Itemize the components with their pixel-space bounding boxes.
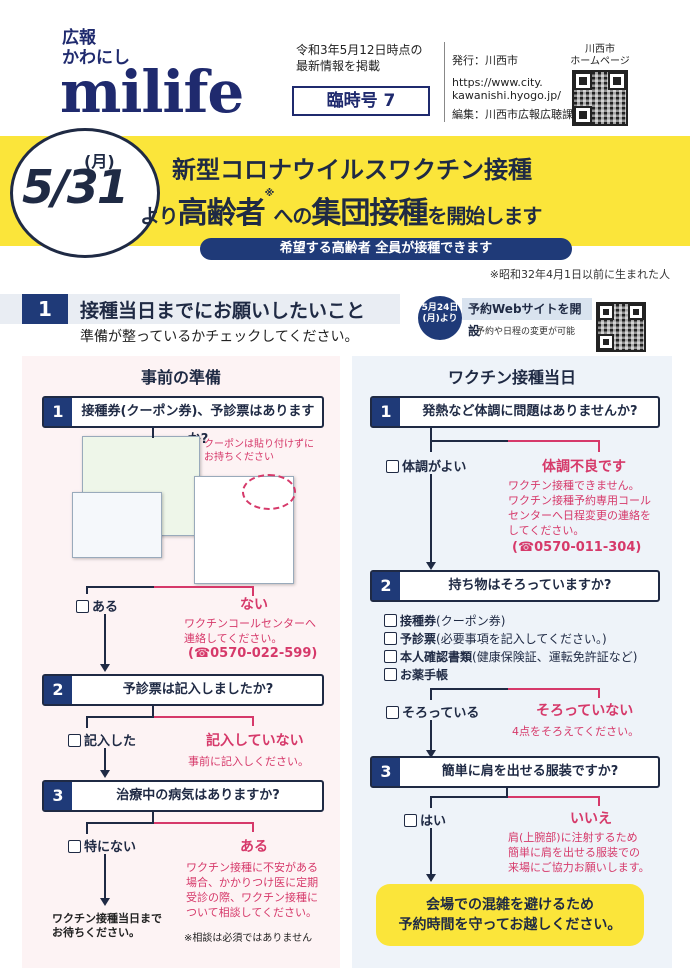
checkbox-icon xyxy=(386,460,399,473)
right-q3: 3 簡単に肩を出せる服装ですか? xyxy=(370,756,660,788)
left-q3: 3 治療中の病気はありますか? xyxy=(42,780,324,812)
left-heading: 事前の準備 xyxy=(140,368,221,387)
checkbox-icon xyxy=(76,600,89,613)
right-q1-yes[interactable]: 体調がよい xyxy=(386,456,466,475)
left-q3-yes[interactable]: 特にない xyxy=(68,836,136,855)
left-q2: 2 予診票は記入しましたか? xyxy=(42,674,324,706)
left-q1: 1 接種券(クーポン券)、予診票はありますか? xyxy=(42,396,324,447)
right-q2: 2 持ち物はそろっていますか? xyxy=(370,570,660,602)
reservation-qr-icon[interactable] xyxy=(596,302,646,352)
arrow-down-icon xyxy=(426,562,436,570)
web-site-sub: 予約や日程の変更が可能 xyxy=(476,327,576,337)
checkbox-icon xyxy=(384,650,397,663)
coupon-illustration xyxy=(72,436,296,586)
web-site-title: 予約Webサイトを開設 xyxy=(462,298,592,338)
homepage-qr-icon[interactable] xyxy=(572,70,628,126)
item-id[interactable]: 本人確認書類(健康保険証、運転免許証など) xyxy=(384,648,637,665)
issue-badge: 臨時号 7 xyxy=(292,86,430,116)
header-divider xyxy=(444,42,445,122)
checkbox-icon xyxy=(68,840,81,853)
right-q1-no-text: ワクチン接種できません。 ワクチン接種予約専用コール センターへ日程変更の連絡を… xyxy=(508,479,651,537)
web-open-date: 5月24日 (月)より xyxy=(418,296,462,340)
brand-line1: 広報 xyxy=(62,28,96,48)
right-q2-yes[interactable]: そろっている xyxy=(386,702,479,721)
arrow-down-icon xyxy=(426,750,436,758)
item-coupon[interactable]: 接種券(クーポン券) xyxy=(384,612,505,629)
arrow-down-icon xyxy=(100,664,110,672)
checkbox-icon xyxy=(384,614,397,627)
left-q2-yes[interactable]: 記入した xyxy=(68,730,136,749)
right-q2-no: そろっていない xyxy=(536,703,634,719)
right-q2-no-text: 4点をそろえてください。 xyxy=(512,725,640,738)
right-heading: ワクチン接種当日 xyxy=(447,368,576,387)
right-q3-yes[interactable]: はい xyxy=(404,810,446,829)
right-column xyxy=(352,356,672,968)
left-final-note: ※相談は必須ではありません xyxy=(184,933,313,944)
section-title: 接種当日までにお願いしたいこと xyxy=(80,300,366,322)
age-note: ※昭和32年4月1日以前に生まれた人 xyxy=(489,268,670,281)
left-q2-no: 記入していない xyxy=(206,733,304,749)
right-q1: 1 発熱など体調に問題はありませんか? xyxy=(370,396,660,428)
left-q1-yes[interactable]: ある xyxy=(76,596,118,615)
headline-subtitle: 希望する高齢者 全員が接種できます xyxy=(200,238,572,260)
brand-logo: milife xyxy=(60,58,244,126)
checkbox-icon xyxy=(68,734,81,747)
left-q1-no: ない xyxy=(240,597,268,613)
editor: 編集：川西市広報広聴課 xyxy=(452,108,573,121)
url-line2[interactable]: kawanishi.hyogo.jp/ xyxy=(452,89,561,102)
section-number: 1 xyxy=(22,294,68,324)
coupon-note: クーポンは貼り付けずに お持ちください xyxy=(204,439,314,463)
right-q3-no-text: 肩(上腕部)に注射するため 簡単に肩を出せる服装での 来場にご協力お願いします。 xyxy=(508,831,650,874)
left-final: ワクチン接種当日まで お待ちください。 xyxy=(52,912,162,939)
publisher: 発行：川西市 xyxy=(452,54,518,67)
checkbox-icon xyxy=(384,668,397,681)
checkbox-icon xyxy=(386,706,399,719)
homepage-label: 川西市 ホームページ xyxy=(570,44,630,67)
call-center-tel[interactable]: (☎0570-022-599) xyxy=(188,646,318,661)
left-q3-no: ある xyxy=(240,839,268,855)
left-q3-no-text: ワクチン接種に不安がある 場合、かかりつけ医に定期 受診の際、ワクチン接種に つ… xyxy=(186,861,319,919)
left-q2-no-text: 事前に記入しください。 xyxy=(188,755,309,768)
arrow-down-icon xyxy=(100,898,110,906)
item-questionnaire[interactable]: 予診票(必要事項を記入してください。) xyxy=(384,630,607,647)
start-date: 5/31 xyxy=(22,160,129,214)
right-q3-no: いいえ xyxy=(570,811,612,827)
left-q1-no-text: ワクチンコールセンターへ 連絡してください。 xyxy=(184,617,316,645)
headline-line2: より高齢者※への集団接種を開始します xyxy=(140,188,542,231)
url-line1[interactable]: https://www.city. xyxy=(452,76,543,89)
item-medicine-book[interactable]: お薬手帳 xyxy=(384,666,448,683)
arrow-down-icon xyxy=(100,770,110,778)
reservation-time-notice: 会場での混雑を避けるため 予約時間を守ってお越しください。 xyxy=(376,884,644,946)
arrow-down-icon xyxy=(426,874,436,882)
checkbox-icon xyxy=(404,814,417,827)
headline-line1: 新型コロナウイルスワクチン接種 xyxy=(172,156,532,184)
start-day: (月) xyxy=(84,152,115,171)
right-q1-no: 体調不良です xyxy=(542,459,626,475)
info-note: 令和3年5月12日時点の 最新情報を掲載 xyxy=(296,43,423,73)
brand-line2: かわにし xyxy=(62,48,130,68)
reservation-tel[interactable]: (☎0570-011-304) xyxy=(512,540,642,555)
date-circle xyxy=(10,128,160,258)
checkbox-icon xyxy=(384,632,397,645)
section-subtitle: 準備が整っているかチェックしてください。 xyxy=(80,329,359,345)
